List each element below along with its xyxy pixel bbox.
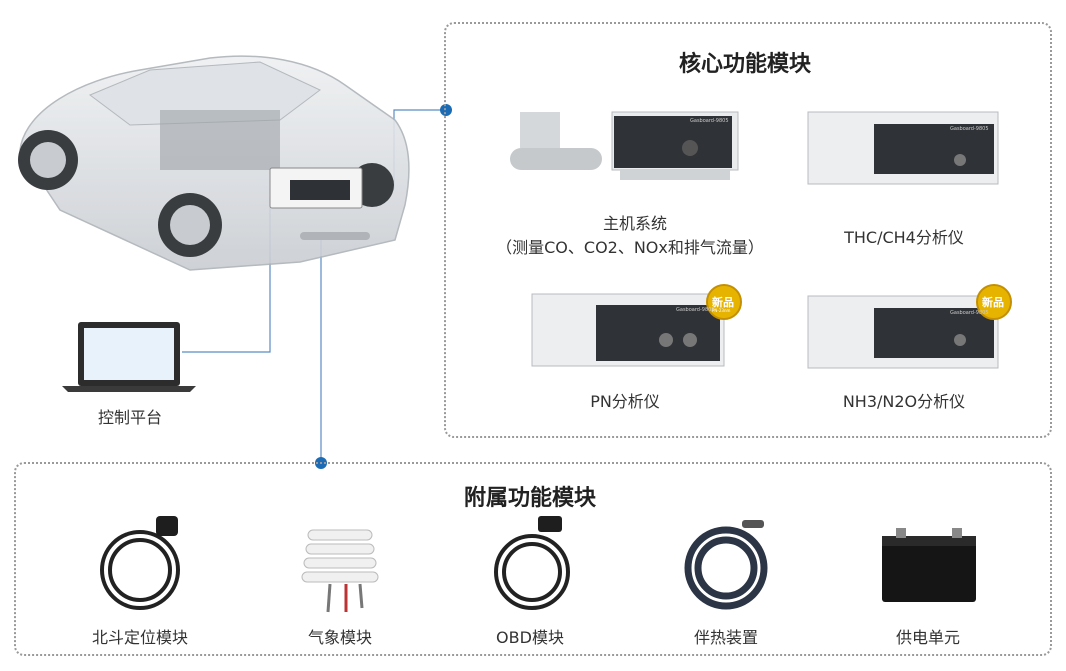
core-title: 核心功能模块: [678, 52, 811, 77]
core-connector-dot: [440, 104, 452, 116]
aux-item-heating: 伴热装置: [693, 628, 758, 647]
pn-badge-sub: PN-23nm: [712, 308, 731, 313]
nh3-new-badge: [976, 284, 1012, 320]
aux-item-obd: OBD模块: [496, 628, 564, 647]
pn-panel-text: Gasboard-9805: [676, 307, 715, 313]
obd-cable-icon: [494, 516, 570, 610]
gps-cable-icon: [100, 516, 180, 610]
aux-title: 附属功能模块: [463, 486, 596, 511]
aux-module-box: [14, 462, 1052, 656]
nh3-badge-text: 新品: [982, 296, 1004, 309]
heated-hose-icon: [684, 520, 768, 610]
thc-panel-text: Gasboard-9805: [950, 126, 989, 132]
thc-device: [807, 111, 999, 185]
nh3-label: NH3/N2O分析仪: [842, 392, 966, 411]
pn-badge-text: 新品: [712, 296, 734, 309]
pn-new-badge: [706, 284, 742, 320]
aux-item-weather: 气象模块: [307, 628, 372, 647]
nh3-panel-text: Gasboard-9805: [950, 310, 989, 316]
main-system-device: [510, 111, 739, 180]
weather-station-icon: [301, 529, 379, 613]
platform-label: 控制平台: [97, 408, 162, 427]
main-system-note: （测量CO、CO2、NOx和排气流量）: [496, 238, 764, 257]
aux-item-gps: 北斗定位模块: [91, 628, 188, 647]
aux-item-power: 供电单元: [895, 628, 960, 647]
main-panel-text: Gasboard-9805: [690, 118, 729, 124]
battery-icon: [882, 528, 976, 602]
main-system-label: 主机系统: [602, 214, 667, 233]
thc-label: THC/CH4分析仪: [844, 228, 964, 247]
nh3-device: [807, 295, 999, 369]
pn-label: PN分析仪: [590, 392, 660, 411]
pn-device: [531, 293, 725, 367]
core-module-box: [444, 22, 1052, 438]
